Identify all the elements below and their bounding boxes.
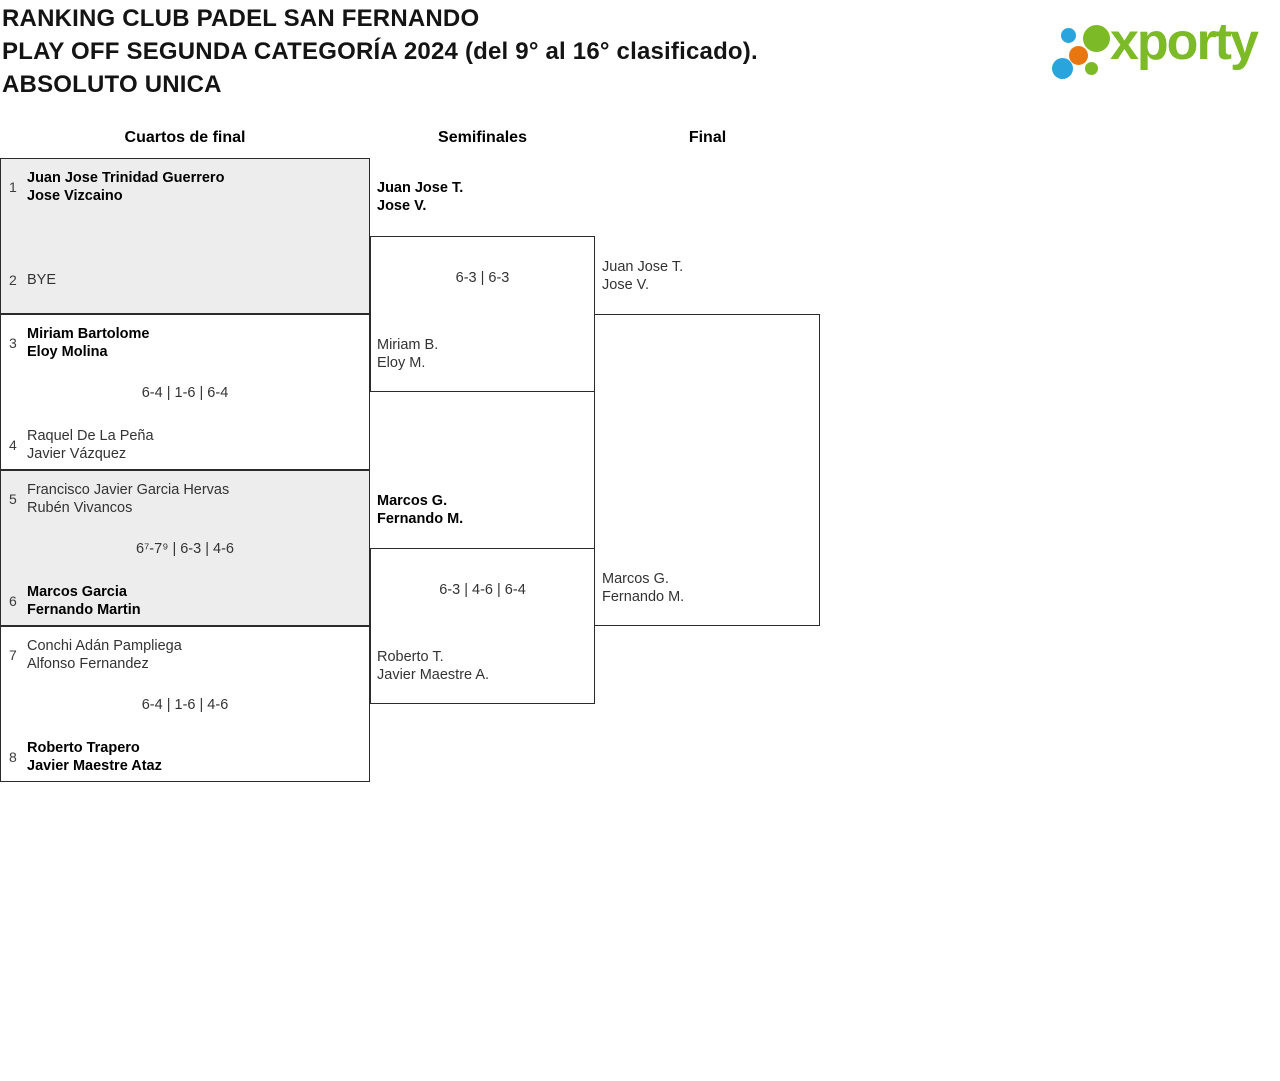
- team-entry: Roberto T. Javier Maestre A.: [377, 649, 490, 683]
- team-names: Raquel De La Peña Javier Vázquez: [27, 428, 154, 462]
- round-header-semifinales: Semifinales: [438, 129, 527, 146]
- team-names: Conchi Adán Pampliega Alfonso Fernandez: [27, 638, 182, 672]
- seed-number: 7: [9, 647, 17, 663]
- team-entry: Juan Jose T. Jose V.: [602, 259, 684, 293]
- team-entry: Miriam B. Eloy M.: [377, 337, 439, 371]
- logo-dot-icon: [1061, 28, 1076, 43]
- seed-number: 6: [9, 593, 17, 609]
- match-score: 6⁷-7⁹ | 6-3 | 4-6: [136, 541, 234, 557]
- round-header-cuartos: Cuartos de final: [124, 129, 246, 146]
- page-title: RANKING CLUB PADEL SAN FERNANDO PLAY OFF…: [2, 2, 758, 101]
- logo-dot-icon: [1052, 58, 1073, 79]
- quarterfinal-match-3: 5 Francisco Javier Garcia Hervas Rubén V…: [0, 470, 370, 626]
- seed-number: 2: [9, 272, 17, 288]
- page-title-line-3: ABSOLUTO UNICA: [2, 71, 222, 98]
- semifinal-match-1: 6-3 | 6-3: [370, 236, 595, 392]
- logo-wordmark: xporty: [1110, 13, 1259, 71]
- page-title-line-1: RANKING CLUB PADEL SAN FERNANDO: [2, 5, 480, 32]
- page-title-line-2: PLAY OFF SEGUNDA CATEGORÍA 2024 (del 9° …: [2, 38, 758, 65]
- seed-number: 3: [9, 335, 17, 351]
- round-header-final: Final: [688, 129, 727, 146]
- match-score: 6-4 | 1-6 | 6-4: [141, 385, 229, 401]
- final-match: [594, 314, 820, 626]
- team-entry: 1 Juan Jose Trinidad Guerrero Jose Vizca…: [9, 169, 365, 205]
- team-entry: 2 BYE: [9, 271, 365, 289]
- seed-number: 5: [9, 491, 17, 507]
- seed-number: 4: [9, 437, 17, 453]
- team-names: Francisco Javier Garcia Hervas Rubén Viv…: [27, 482, 230, 516]
- team-entry: 3 Miriam Bartolome Eloy Molina: [9, 325, 365, 361]
- logo-dot-icon: [1083, 25, 1110, 52]
- team-names: Roberto Trapero Javier Maestre Ataz: [27, 740, 162, 774]
- team-entry: 7 Conchi Adán Pampliega Alfonso Fernande…: [9, 637, 365, 673]
- quarterfinal-match-1: 1 Juan Jose Trinidad Guerrero Jose Vizca…: [0, 158, 370, 314]
- seed-number: 1: [9, 179, 17, 195]
- team-entry: 6 Marcos Garcia Fernando Martin: [9, 583, 365, 619]
- logo-dot-icon: [1085, 62, 1098, 75]
- semifinal-match-2: 6-3 | 4-6 | 6-4: [370, 548, 595, 704]
- logo-dot-icon: [1069, 46, 1088, 65]
- team-entry: 5 Francisco Javier Garcia Hervas Rubén V…: [9, 481, 365, 517]
- team-entry: 8 Roberto Trapero Javier Maestre Ataz: [9, 739, 365, 775]
- team-entry: 4 Raquel De La Peña Javier Vázquez: [9, 427, 365, 463]
- team-names: Miriam Bartolome Eloy Molina: [27, 326, 150, 360]
- team-entry: Marcos G. Fernando M.: [377, 493, 464, 527]
- team-entry: Juan Jose T. Jose V.: [377, 180, 464, 214]
- team-names: Marcos Garcia Fernando Martin: [27, 584, 141, 618]
- team-names: BYE: [27, 272, 57, 288]
- match-score: 6-3 | 4-6 | 6-4: [439, 582, 526, 598]
- quarterfinal-match-2: 3 Miriam Bartolome Eloy Molina 6-4 | 1-6…: [0, 314, 370, 470]
- team-names: Juan Jose Trinidad Guerrero Jose Vizcain…: [27, 170, 225, 204]
- seed-number: 8: [9, 749, 17, 765]
- team-entry: Marcos G. Fernando M.: [602, 571, 685, 605]
- quarterfinal-match-4: 7 Conchi Adán Pampliega Alfonso Fernande…: [0, 626, 370, 782]
- match-score: 6-4 | 1-6 | 4-6: [141, 697, 229, 713]
- match-score: 6-3 | 6-3: [455, 270, 510, 286]
- xporty-logo[interactable]: xporty: [1048, 6, 1276, 86]
